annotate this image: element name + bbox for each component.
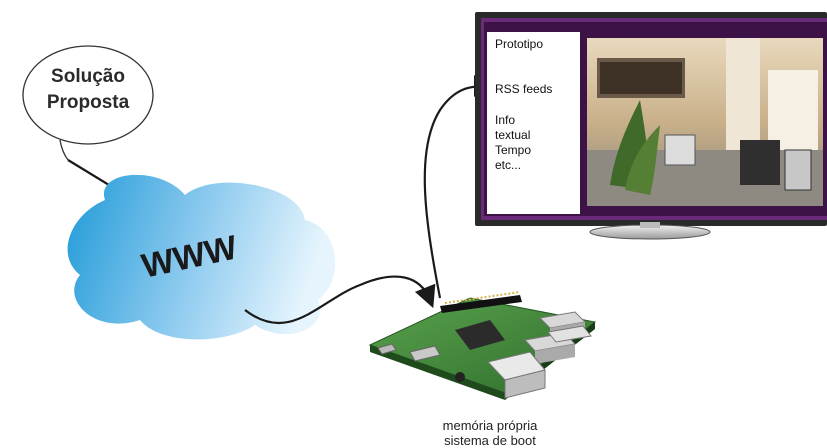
board-caption: memória própria sistema de boot <box>443 418 538 448</box>
room-photo <box>587 38 823 206</box>
panel-item-info: Info <box>495 113 515 127</box>
panel-item-tempo: Tempo <box>495 143 531 157</box>
tv-display: Prototipo RSS feeds Info textual Tempo e… <box>475 12 827 240</box>
panel-item-rss: RSS feeds <box>495 82 552 96</box>
caption-line1: memória própria <box>443 418 538 433</box>
screen-info-panel <box>487 32 580 214</box>
callout-line2: Proposta <box>47 92 130 113</box>
board-to-tv-cable <box>423 75 496 299</box>
raspberry-pi-board <box>368 291 597 400</box>
panel-item-prototipo: Prototipo <box>495 37 543 51</box>
panel-item-textual: textual <box>495 128 530 142</box>
caption-line2: sistema de boot <box>444 433 536 448</box>
gpio-header <box>440 291 522 313</box>
cloud-to-board-cable <box>244 275 436 324</box>
panel-item-etc: etc... <box>495 158 521 172</box>
callout-line1: Solução <box>51 66 125 87</box>
ethernet-port <box>487 351 546 399</box>
usb-ports <box>524 311 592 364</box>
solution-callout: Solução Proposta <box>22 45 154 161</box>
www-cloud: WWW <box>67 174 336 340</box>
